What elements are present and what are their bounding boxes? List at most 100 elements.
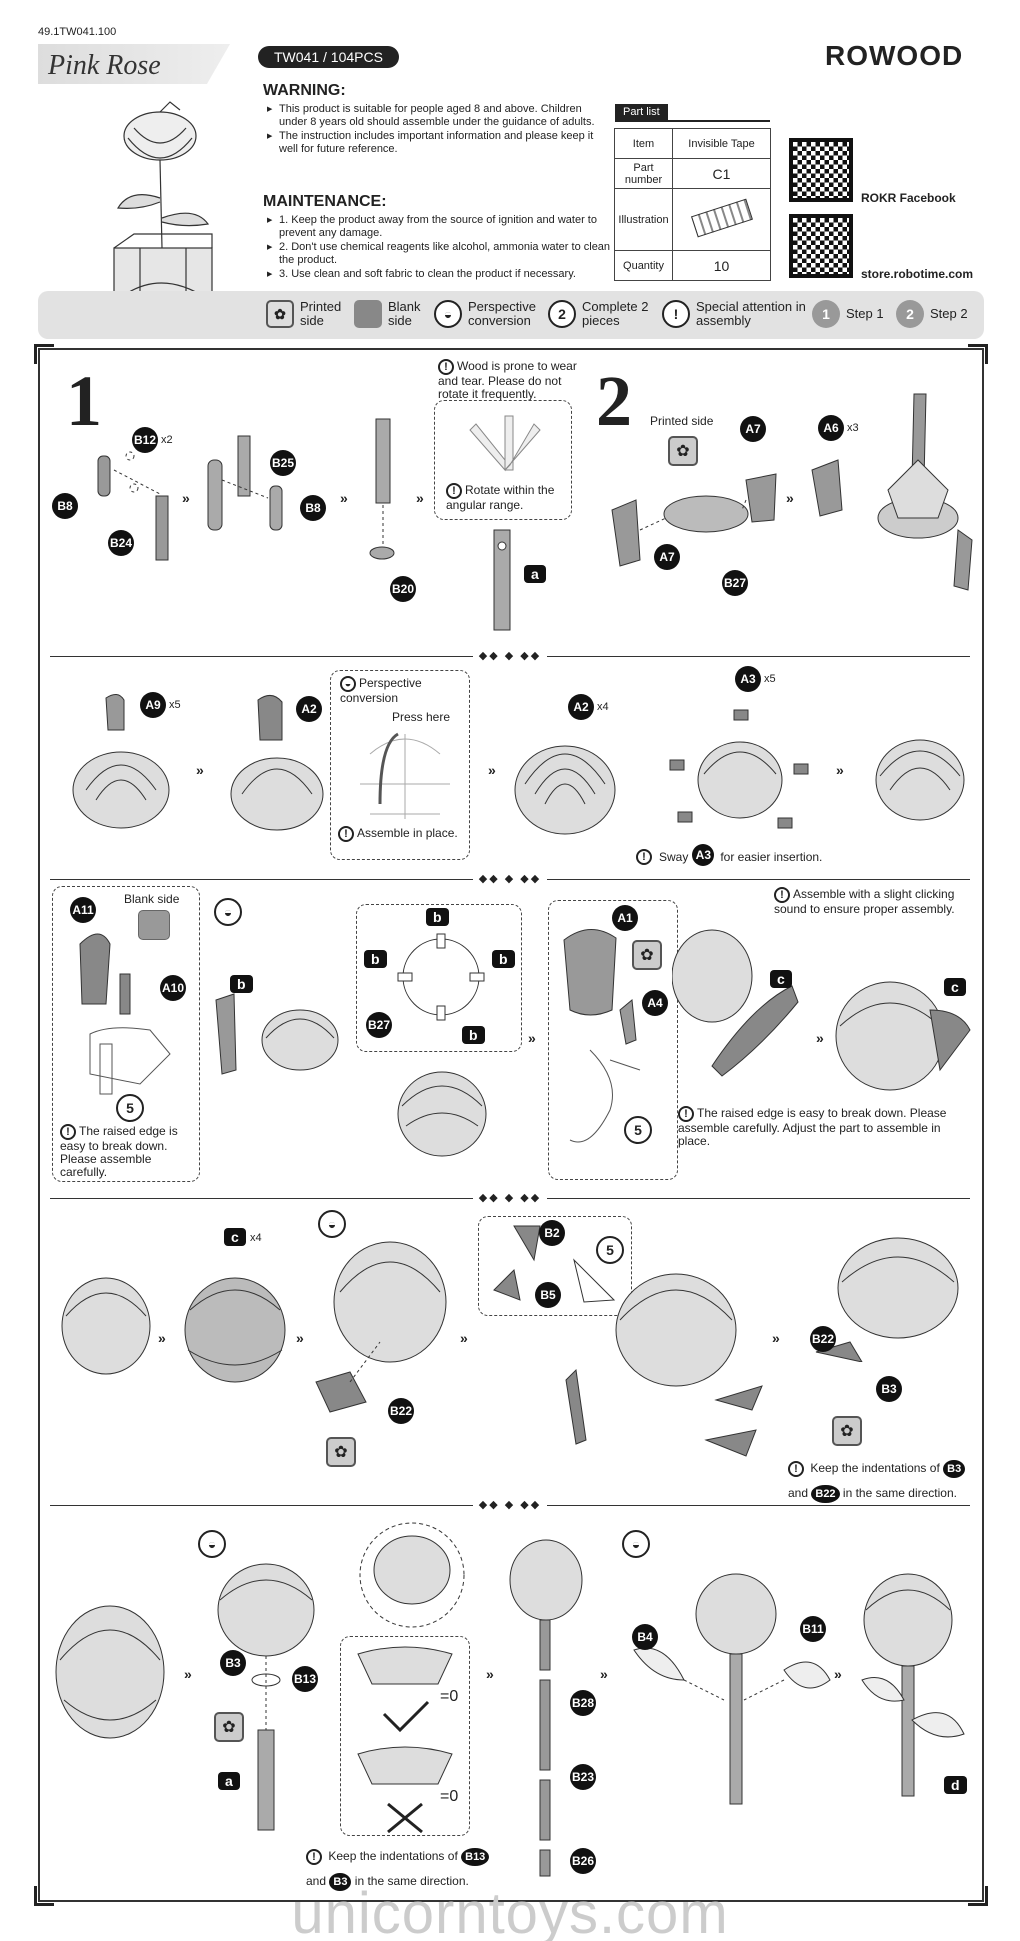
attention-icon: !: [338, 826, 354, 842]
part-tag: B5: [535, 1282, 561, 1308]
step1-assembled-a: [493, 529, 511, 631]
step-number-1: 1: [66, 361, 102, 441]
part-tag: B4: [632, 1624, 658, 1650]
row5-b13-assembly: [217, 1563, 315, 1831]
part-list-table: Item Invisible Tape Part number C1 Illus…: [614, 128, 771, 281]
part-tag: B27: [366, 1012, 392, 1038]
legend-label: Printed side: [300, 299, 342, 328]
facebook-qr-code[interactable]: [789, 138, 853, 202]
zero-gap-label: =0: [440, 1688, 459, 1705]
part-label-b: b: [230, 975, 253, 993]
part-tag: B8: [300, 495, 326, 521]
alignment-check-illustration: [357, 1646, 453, 1834]
attention-icon: !: [60, 1124, 76, 1140]
part-tag: A7: [654, 544, 680, 570]
legend-step2: 2 Step 2: [896, 300, 968, 328]
table-cell: Item: [614, 128, 673, 159]
part-label-c: c: [224, 1228, 246, 1246]
part-tag: A7: [740, 416, 766, 442]
divider-ornament: ◆◆ ◆ ◆◆: [0, 1498, 1020, 1511]
next-arrow: »: [182, 490, 190, 506]
part-label-a: a: [524, 565, 546, 583]
note-text: Keep the indentations of: [810, 1461, 940, 1475]
row5-final-rose: [861, 1573, 965, 1797]
next-arrow: »: [196, 762, 204, 778]
blank-side-label: Blank side: [124, 892, 180, 906]
part-label-b: b: [492, 950, 515, 968]
part-tag: B3: [876, 1376, 902, 1402]
frame-corner: [968, 1886, 988, 1906]
a11-detail-box: [52, 886, 200, 1182]
frame-corner: [34, 344, 54, 364]
next-arrow: »: [528, 1030, 536, 1046]
part-label-b: b: [426, 908, 449, 926]
table-row: Item Invisible Tape: [614, 128, 771, 159]
blank-side-icon: [354, 300, 382, 328]
legend-printed: ✿ Printed side: [266, 300, 360, 328]
table-cell: C1: [672, 158, 771, 189]
part-tag: B13: [292, 1666, 318, 1692]
b27-star-illustration: [397, 933, 485, 1021]
table-cell: Quantity: [614, 250, 673, 281]
part-label-a: a: [218, 1772, 240, 1790]
frame-corner: [34, 1886, 54, 1906]
part-tag: B24: [108, 530, 134, 556]
legend-bar: ✿ Printed side Blank side ◒ Perspective …: [38, 291, 984, 339]
warning-item: The instruction includes important infor…: [267, 130, 612, 156]
legend-label: Special attention in assembly: [696, 299, 806, 328]
multiplier: x4: [597, 701, 609, 713]
step-number-2: 2: [596, 361, 632, 441]
part-tag: B12: [132, 427, 158, 453]
clicking-note: !Assemble with a slight clicking sound t…: [774, 887, 955, 916]
next-arrow: »: [816, 1030, 824, 1046]
step2-a6-assembly: [811, 393, 973, 591]
next-arrow: »: [184, 1666, 192, 1682]
press-here-label: Press here: [392, 710, 451, 724]
row2-a2-assembly: [230, 695, 324, 831]
row3-c-assembly: [835, 981, 971, 1091]
row2-a9-assembly: [72, 694, 170, 829]
printed-side-icon: ✿: [266, 300, 294, 328]
part-tag: B22: [388, 1398, 414, 1424]
sway-prefix: Sway: [659, 849, 689, 864]
store-qr-code[interactable]: [789, 214, 853, 278]
row2-a3-assembly: [669, 709, 809, 829]
multiplier: x5: [169, 699, 181, 711]
row5-leaves-assembly: [633, 1573, 831, 1805]
part-label-b: b: [462, 1026, 485, 1044]
step1-part-b8-b24: [97, 451, 169, 561]
row4-c-assembly: [184, 1277, 286, 1383]
perspective-note: ◒Perspective conversion: [340, 676, 422, 705]
b27-detail-box: [356, 904, 522, 1052]
row2-a2x4-assembly: [514, 745, 616, 835]
press-detail-illustration: [360, 732, 450, 819]
part-tag: A2: [296, 696, 322, 722]
multiplier: x2: [161, 434, 173, 446]
part-tag: A11: [70, 897, 96, 923]
table-cell: Illustration: [614, 188, 673, 251]
title-banner: [38, 44, 230, 84]
note-text: and: [788, 1486, 809, 1500]
part-tag: B23: [570, 1764, 596, 1790]
next-arrow: »: [158, 1330, 166, 1346]
attention-icon: !: [446, 483, 462, 499]
facebook-label: ROKR Facebook: [861, 191, 956, 205]
step2-icon: 2: [896, 300, 924, 328]
alignment-detail-box: [340, 1636, 470, 1836]
table-cell: [672, 188, 771, 251]
complete-5-icon: 5: [116, 1094, 144, 1122]
row4-b3-assembly: [815, 1237, 959, 1362]
table-row: Quantity 10: [614, 250, 771, 281]
perspective-icon: ◒: [318, 1210, 346, 1238]
warning-heading: WARNING:: [263, 82, 346, 99]
maintenance-item: 2. Don't use chemical reagents like alco…: [267, 241, 612, 267]
part-tag: B25: [270, 450, 296, 476]
rotation-fan-illustration: [469, 415, 541, 472]
perspective-icon: ◒: [622, 1530, 650, 1558]
printed-side-icon: ✿: [326, 1437, 356, 1467]
printed-side-icon: ✿: [632, 940, 662, 970]
maintenance-item: 1. Keep the product away from the source…: [267, 214, 612, 240]
legend-label: Complete 2 pieces: [582, 299, 649, 328]
row4-petals-assembly: [565, 1273, 763, 1457]
watermark: unicorntoys.com: [291, 1881, 729, 1941]
